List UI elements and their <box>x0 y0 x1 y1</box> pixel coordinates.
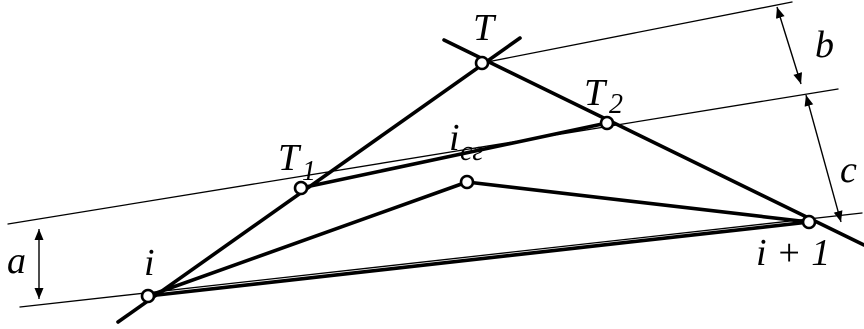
dimension-arrow-c <box>804 94 843 223</box>
label-T1-subscript: 1 <box>302 156 316 187</box>
line-i-to-icg <box>146 180 469 298</box>
label-a: a <box>7 240 26 282</box>
label-icg-subscript: cг <box>460 136 483 167</box>
label-T: T <box>473 7 497 49</box>
node-i-plus-1 <box>801 214 817 230</box>
node-T1 <box>293 180 309 196</box>
line-T-to-i-plus-1 <box>442 38 864 247</box>
node-i <box>140 288 156 304</box>
node-T <box>474 55 490 71</box>
label-T1: T <box>278 137 302 179</box>
node-T2 <box>599 115 615 131</box>
reference-line-top <box>481 1 793 64</box>
dimension-arrow-b <box>775 6 803 85</box>
reference-line-middle <box>7 88 839 225</box>
label-icg: i <box>449 117 460 159</box>
node-icg <box>459 174 475 190</box>
line-i-to-T <box>116 36 522 324</box>
label-c: c <box>840 149 857 191</box>
label-i: i <box>144 242 155 284</box>
label-b: b <box>815 24 834 66</box>
line-icg-to-i-plus-1 <box>465 180 811 224</box>
label-T2-subscript: 2 <box>609 89 623 120</box>
line-i-to-i-plus-1 <box>146 220 811 298</box>
line-T1-to-T2 <box>299 121 609 190</box>
label-i-plus-1: i + 1 <box>756 232 830 274</box>
label-T2: T <box>584 72 608 114</box>
